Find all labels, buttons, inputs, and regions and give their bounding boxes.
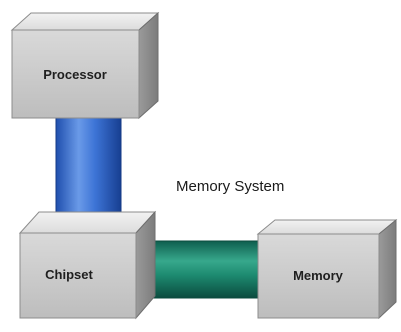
chipset-box: Chipset — [18, 210, 157, 320]
chipset-label: Chipset — [45, 267, 93, 282]
memory-label: Memory — [293, 268, 344, 283]
processor-box: Processor — [10, 11, 160, 120]
diagram-title: Memory System — [176, 178, 284, 195]
processor-label: Processor — [43, 67, 107, 82]
chipset-memory-connector — [134, 240, 268, 299]
memory-box: Memory — [256, 218, 398, 320]
